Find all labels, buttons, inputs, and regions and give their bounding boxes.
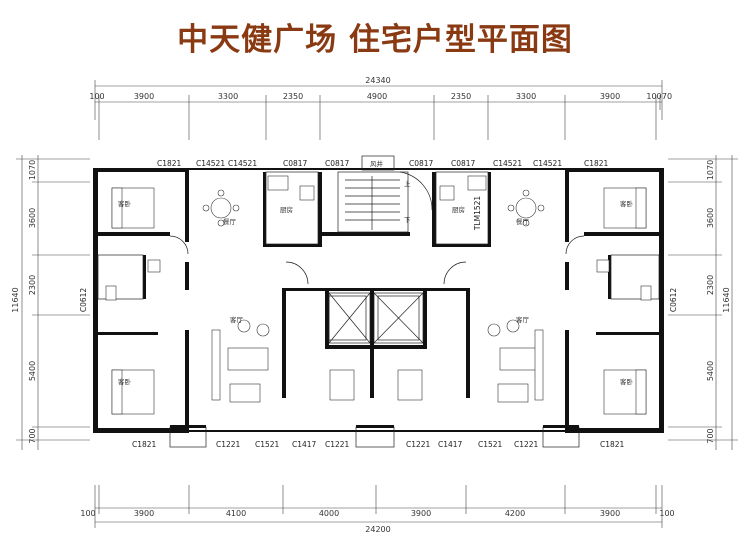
window-label-bottom-8: C1521 (478, 440, 503, 449)
room-label-stair-up: 上 (404, 179, 411, 188)
right-dim-1: 1070 (706, 160, 715, 180)
window-label-top-1: C1821 (157, 159, 182, 168)
window-label-side-left: C0612 (79, 288, 88, 313)
left-dim-2: 3600 (28, 208, 37, 228)
bottom-dim-2: 3900 (134, 509, 154, 518)
bottom-dim-3: 4100 (226, 509, 246, 518)
room-label-living-left: 客厅 (230, 315, 244, 324)
right-dim-2: 3600 (706, 208, 715, 228)
top-dim-3: 3300 (218, 92, 238, 101)
top-dim-8: 3900 (600, 92, 620, 101)
bottom-dim-6: 4200 (505, 509, 525, 518)
window-label-bottom-5: C1221 (325, 440, 350, 449)
top-dim-10: 70 (662, 92, 672, 101)
top-total-dimension: 24340 (365, 76, 390, 85)
right-dim-5: 700 (706, 428, 715, 443)
left-total-dimension: 11640 (11, 287, 20, 312)
right-dim-3: 2300 (706, 275, 715, 295)
room-label-bedroom-right-top: 客卧 (620, 199, 634, 208)
room-label-stair-down: 下 (404, 216, 411, 224)
furniture (105, 175, 652, 415)
top-dim-7: 3300 (516, 92, 536, 101)
window-label-bottom-3: C1521 (255, 440, 280, 449)
bottom-dim-8: 100 (659, 509, 674, 518)
window-label-bottom-7: C1417 (438, 440, 463, 449)
room-label-bedroom-left-bottom: 客卧 (118, 377, 132, 386)
room-label-living-right: 客厅 (516, 315, 530, 324)
window-label-bottom-4: C1417 (292, 440, 317, 449)
top-dim-5: 4900 (367, 92, 387, 101)
page-title: 中天健广场 住宅户型平面图 (177, 22, 573, 58)
window-label-top-2: C14521 (196, 159, 225, 168)
room-label-bedroom-left-top: 客卧 (118, 199, 132, 208)
left-dimension-lines (16, 155, 90, 450)
room-label-kitchen-right: 厨房 (452, 205, 465, 214)
window-label-top-5: C0817 (325, 159, 350, 168)
top-dim-6: 2350 (451, 92, 471, 101)
room-label-kitchen-left: 厨房 (280, 205, 293, 214)
bottom-dim-1: 100 (80, 509, 95, 518)
bottom-dim-4: 4000 (319, 509, 339, 518)
window-label-bottom-9: C1221 (514, 440, 539, 449)
window-label-top-3: C14521 (228, 159, 257, 168)
bottom-dimension-lines (94, 485, 663, 528)
partition-lines (97, 155, 660, 448)
left-dim-1: 1070 (28, 160, 37, 180)
bottom-dim-7: 3900 (600, 509, 620, 518)
room-label-bedroom-right-bottom: 客卧 (620, 377, 634, 386)
top-dimension-lines (94, 80, 663, 140)
window-label-bottom-2: C1221 (216, 440, 241, 449)
room-label-wind-shaft: 风井 (370, 159, 384, 168)
window-label-top-6: C0817 (409, 159, 434, 168)
window-label-bottom-10: C1821 (600, 440, 625, 449)
room-label-dining-left: 餐厅 (223, 217, 237, 226)
bottom-total-dimension: 24200 (365, 525, 390, 534)
top-dim-1: 100 (89, 92, 104, 101)
top-dim-9: 100 (646, 92, 661, 101)
window-label-top-8: C14521 (493, 159, 522, 168)
window-label-bottom-1: C1821 (132, 440, 157, 449)
building-walls (93, 168, 664, 433)
window-label-top-7: C0817 (451, 159, 476, 168)
right-total-dimension: 11640 (722, 287, 731, 312)
window-label-top-4: C0817 (283, 159, 308, 168)
top-dim-4: 2350 (283, 92, 303, 101)
left-dim-3: 2300 (28, 275, 37, 295)
left-dim-4: 5400 (28, 361, 37, 381)
room-label-dining-right: 餐厅 (516, 217, 530, 226)
window-label-top-9: C14521 (533, 159, 562, 168)
right-dimension-lines (668, 155, 738, 450)
right-dim-4: 5400 (706, 361, 715, 381)
bottom-dim-5: 3900 (411, 509, 431, 518)
window-label-side-right: C0612 (669, 288, 678, 313)
window-label-bottom-6: C1221 (406, 440, 431, 449)
door-label-tlm: TLM1521 (473, 196, 482, 232)
window-label-top-10: C1821 (584, 159, 609, 168)
left-dim-5: 700 (28, 428, 37, 443)
top-dim-2: 3900 (134, 92, 154, 101)
